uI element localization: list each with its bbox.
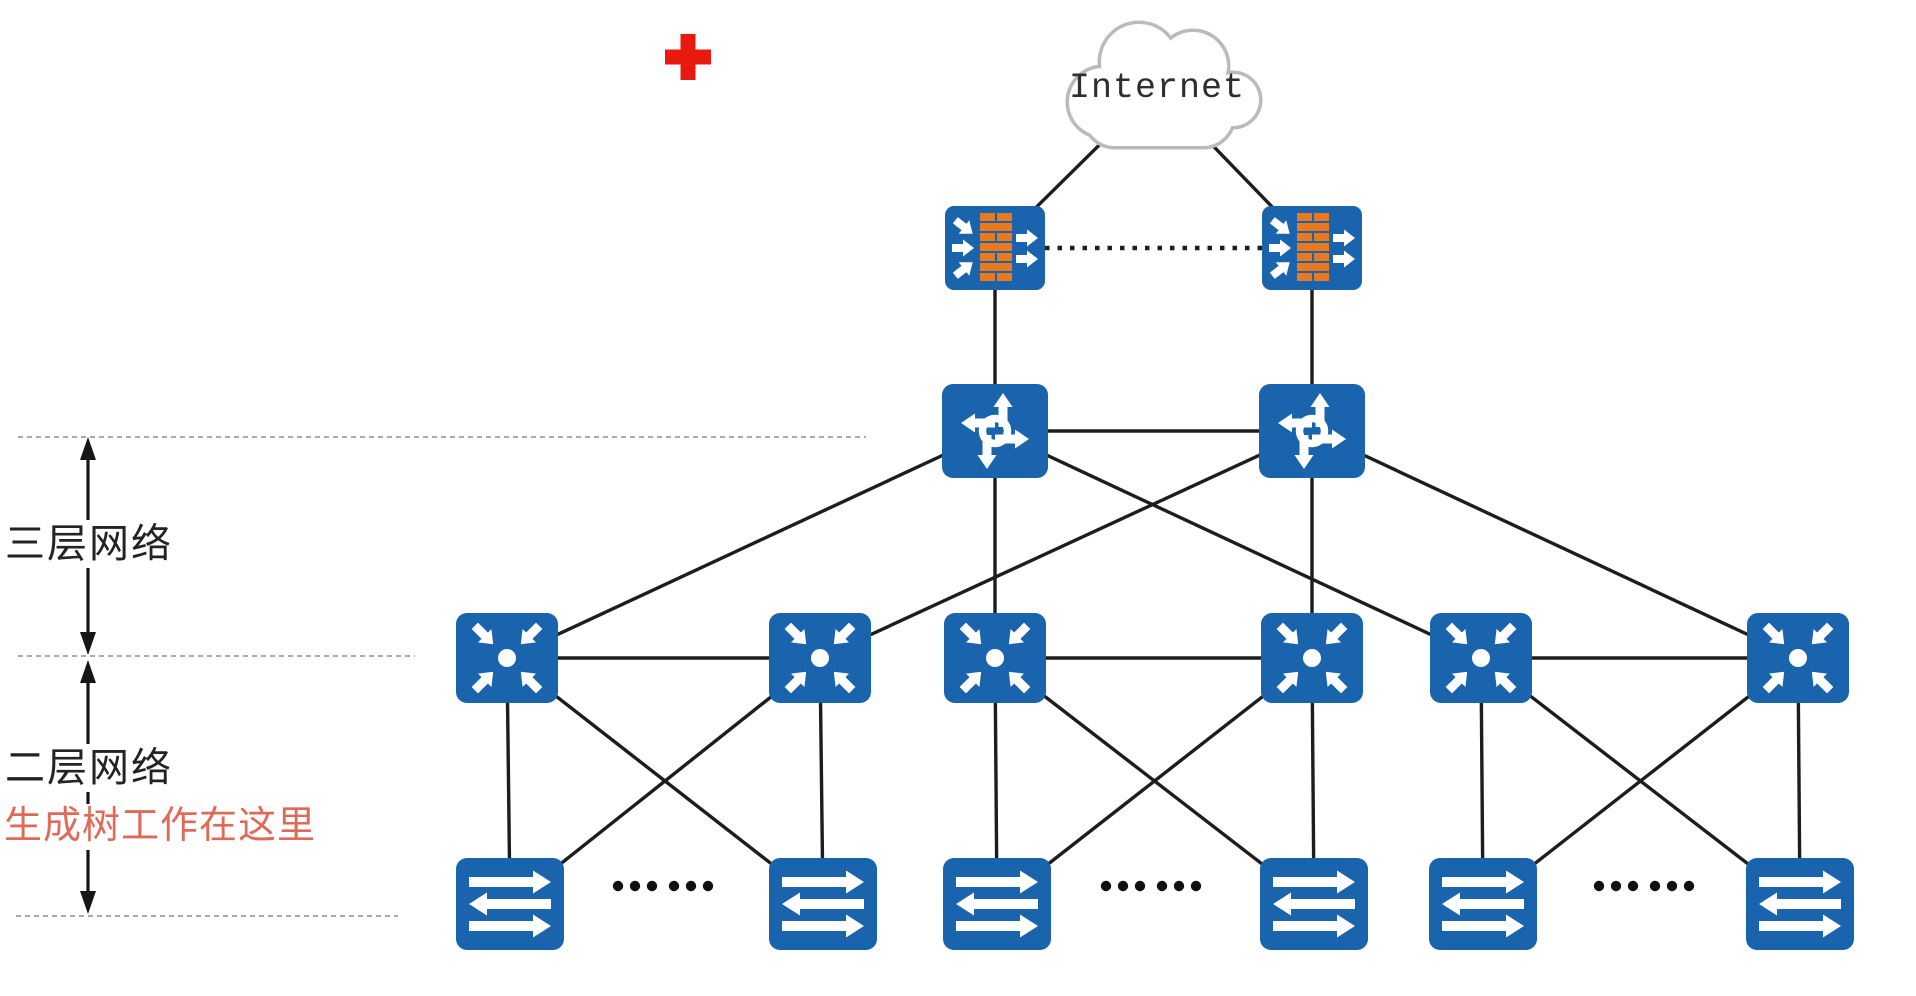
access-switch-3-icon <box>943 858 1051 950</box>
link-r1-agg5 <box>994 429 1482 660</box>
aggregation-switch-6-icon <box>1747 613 1849 703</box>
access-switch-1-icon <box>456 858 564 950</box>
topology-nodes <box>456 24 1854 950</box>
access-switch-4-icon <box>1260 858 1368 950</box>
access-switch-2-icon <box>769 858 877 950</box>
topology-links <box>505 86 1802 906</box>
red-cross-marker <box>665 34 711 80</box>
aggregation-switch-2-icon <box>769 613 871 703</box>
spanning-tree-note-label: 生成树工作在这里 <box>0 804 327 850</box>
link-r2-agg2 <box>819 429 1313 660</box>
link-agg6-acc5 <box>1481 656 1800 906</box>
firewall-right-icon <box>1262 206 1362 290</box>
access-switch-6-icon <box>1746 858 1854 950</box>
more-switches-ellipsis-3 <box>1593 880 1695 892</box>
link-r2-agg6 <box>1311 429 1799 660</box>
firewall-left-icon <box>945 206 1045 290</box>
more-switches-ellipsis-1 <box>612 880 714 892</box>
link-agg4-acc3 <box>995 656 1314 906</box>
link-r1-agg1 <box>506 429 996 660</box>
more-switches-ellipsis-2 <box>1100 880 1202 892</box>
access-switch-5-icon <box>1429 858 1537 950</box>
ellipsis-groups <box>612 880 1695 892</box>
aggregation-switch-5-icon <box>1430 613 1532 703</box>
aggregation-switch-1-icon <box>456 613 558 703</box>
core-router-left-icon <box>942 384 1048 478</box>
aggregation-switch-3-icon <box>944 613 1046 703</box>
layer3-network-label: 三层网络 <box>2 520 183 568</box>
internet-cloud-label: Internet <box>1068 68 1246 108</box>
layer2-network-label: 二层网络 <box>2 744 183 792</box>
core-router-right-icon <box>1259 384 1365 478</box>
aggregation-switch-4-icon <box>1261 613 1363 703</box>
